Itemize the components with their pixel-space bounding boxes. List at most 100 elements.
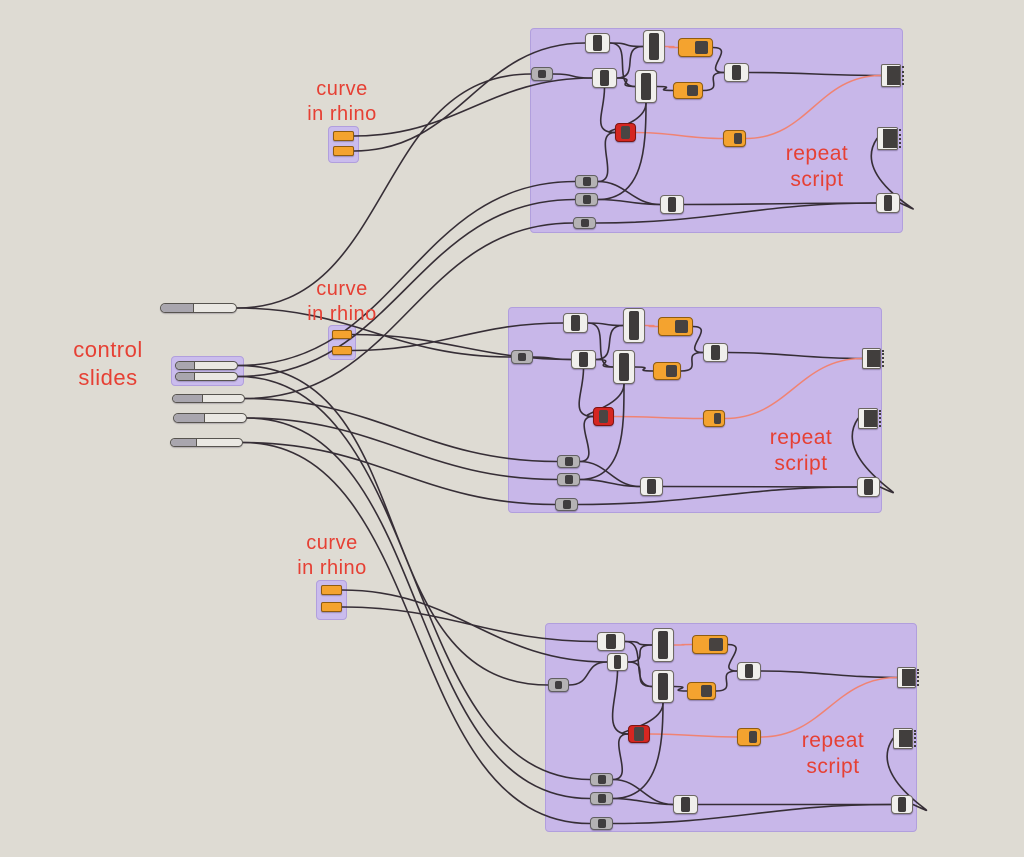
component-t-tall2[interactable] <box>635 70 657 103</box>
slider-grip[interactable] <box>176 362 195 369</box>
panel-teeth-icon <box>914 730 916 747</box>
component-core <box>634 727 644 741</box>
component-core <box>713 412 722 425</box>
component-t-tall1[interactable] <box>643 30 665 63</box>
panel-body <box>882 129 897 148</box>
component-t-orange1[interactable] <box>678 38 713 57</box>
label-curve-label-bottom: curve in rhino <box>297 531 367 581</box>
component-m-grey3[interactable] <box>555 498 578 511</box>
component-b-grey3[interactable] <box>590 817 613 830</box>
curve-param-pt2[interactable] <box>333 146 354 156</box>
component-b-tall2[interactable] <box>652 670 674 703</box>
component-b-orange3[interactable] <box>737 728 761 746</box>
data-panel-t-panel2[interactable] <box>877 127 901 150</box>
slider-grip[interactable] <box>174 414 205 422</box>
component-b-tall1[interactable] <box>652 628 674 662</box>
component-m-grey2[interactable] <box>557 473 580 486</box>
component-t-orange3[interactable] <box>723 130 746 147</box>
component-b-comp2[interactable] <box>607 653 628 671</box>
data-panel-b-panel2[interactable] <box>893 728 916 749</box>
slider-grip[interactable] <box>176 373 195 380</box>
component-m-comp3[interactable] <box>703 343 728 362</box>
component-core <box>518 352 526 362</box>
component-m-comp1[interactable] <box>563 313 588 333</box>
component-t-grey1[interactable] <box>575 175 598 188</box>
component-t-orange2[interactable] <box>673 82 703 99</box>
component-t-botmid[interactable] <box>660 195 684 214</box>
panel-teeth-icon <box>879 410 881 427</box>
component-b-comp3[interactable] <box>737 662 761 680</box>
component-m-orange1[interactable] <box>658 317 693 336</box>
component-core <box>744 664 754 678</box>
slider-grip[interactable] <box>173 395 203 402</box>
component-core <box>580 219 589 227</box>
component-core <box>599 70 610 86</box>
panel-teeth-icon <box>899 129 901 148</box>
curve-param-pb2[interactable] <box>321 602 342 612</box>
component-t-grey2[interactable] <box>575 193 598 206</box>
component-b-grey2[interactable] <box>590 792 613 805</box>
component-t-botright[interactable] <box>876 193 900 213</box>
component-m-orange3[interactable] <box>703 410 725 427</box>
component-t-comp2[interactable] <box>592 68 617 88</box>
wire <box>237 364 549 686</box>
number-slider-s4[interactable] <box>172 394 245 403</box>
curve-param-pb1[interactable] <box>321 585 342 595</box>
number-slider-s1[interactable] <box>160 303 237 313</box>
data-panel-m-panel2[interactable] <box>858 408 881 429</box>
number-slider-s2[interactable] <box>175 361 238 370</box>
component-core <box>570 315 581 331</box>
component-core <box>621 125 630 140</box>
component-b-botright[interactable] <box>891 795 913 814</box>
component-core <box>700 684 712 698</box>
component-m-tall1[interactable] <box>623 308 645 343</box>
component-m-botright[interactable] <box>857 477 880 497</box>
component-t-comp3[interactable] <box>724 63 749 82</box>
component-core <box>564 457 573 466</box>
component-core <box>582 177 591 186</box>
label-control-slides-line: slides <box>78 365 138 390</box>
component-m-leftgrey[interactable] <box>511 350 533 364</box>
panel-body <box>863 410 877 427</box>
component-core <box>613 655 622 669</box>
data-panel-t-panel1[interactable] <box>881 64 904 87</box>
component-m-botmid[interactable] <box>640 477 663 496</box>
component-b-orange1[interactable] <box>692 635 728 654</box>
component-b-leftgrey[interactable] <box>548 678 569 692</box>
number-slider-s6[interactable] <box>170 438 243 447</box>
component-m-orange2[interactable] <box>653 362 681 380</box>
component-core <box>597 794 606 803</box>
curve-param-pm2[interactable] <box>332 346 352 355</box>
group-label-repeat-middle-line: repeat <box>769 426 833 449</box>
component-b-botmid[interactable] <box>673 795 698 814</box>
error-component-m-red[interactable] <box>593 407 614 426</box>
label-curve-label-bottom-line: in rhino <box>297 557 367 579</box>
component-t-grey3[interactable] <box>573 217 596 229</box>
error-component-t-red[interactable] <box>615 123 636 142</box>
component-b-comp1[interactable] <box>597 632 625 651</box>
data-panel-b-panel1[interactable] <box>897 667 919 688</box>
slider-grip[interactable] <box>161 304 194 312</box>
component-b-grey1[interactable] <box>590 773 613 786</box>
component-m-comp2[interactable] <box>571 350 596 369</box>
component-core <box>538 69 546 79</box>
label-curve-label-bottom-line: curve <box>306 532 358 554</box>
component-core <box>629 310 639 341</box>
component-m-tall2[interactable] <box>613 350 635 384</box>
number-slider-s3[interactable] <box>175 372 238 381</box>
curve-param-pt1[interactable] <box>333 131 354 141</box>
curve-param-pm1[interactable] <box>332 330 352 339</box>
number-slider-s5[interactable] <box>173 413 247 423</box>
component-t-leftgrey[interactable] <box>531 67 553 81</box>
panel-body <box>867 350 880 367</box>
component-m-grey1[interactable] <box>557 455 580 468</box>
component-b-orange2[interactable] <box>687 682 716 700</box>
slider-grip[interactable] <box>171 439 197 446</box>
component-core <box>649 32 659 61</box>
error-component-b-red[interactable] <box>628 725 650 743</box>
component-core <box>709 637 723 652</box>
data-panel-m-panel1[interactable] <box>862 348 884 369</box>
component-t-comp1[interactable] <box>585 33 610 53</box>
